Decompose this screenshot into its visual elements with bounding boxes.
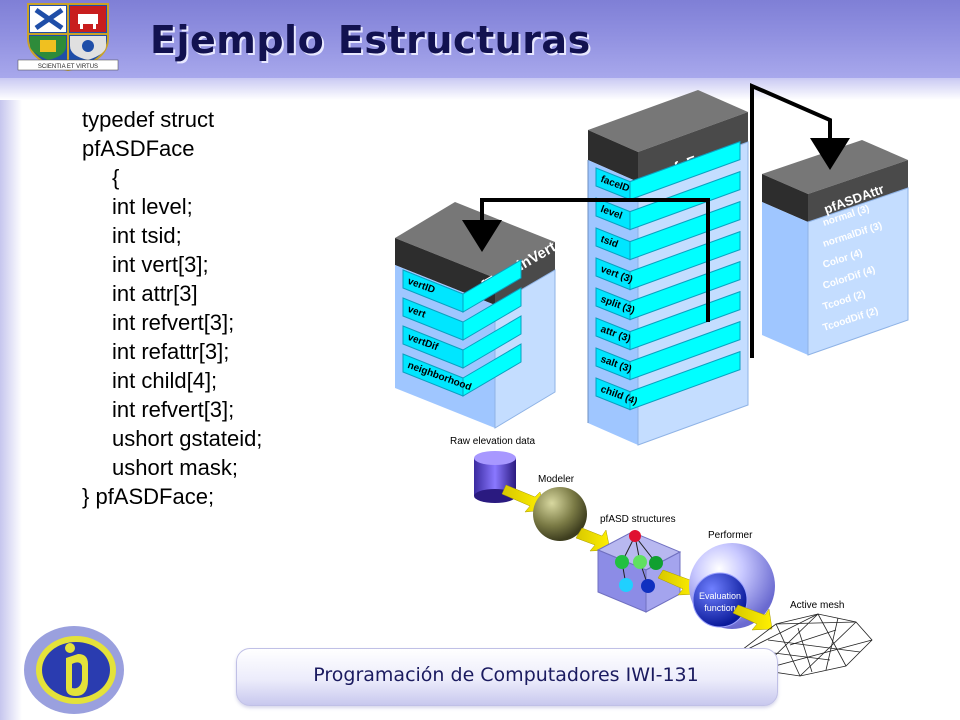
code-line: {: [112, 165, 120, 190]
modeler-sphere-icon: [533, 487, 587, 541]
code-line: int child[4];: [112, 368, 218, 393]
code-line: int refvert[3];: [112, 397, 235, 422]
field-slab: attr (3): [595, 290, 741, 351]
modeler-label: Modeler: [538, 474, 575, 485]
svg-text:SCIENTIA ET VIRTUS: SCIENTIA ET VIRTUS: [38, 64, 98, 70]
field-slab: vertDif: [402, 315, 522, 369]
code-line: ushort gstateid;: [112, 426, 263, 451]
attr-structure: [762, 140, 909, 356]
face-to-vert-arrow: [462, 198, 710, 322]
code-line: int refattr[3];: [112, 339, 230, 364]
code-line: typedef struct: [82, 107, 215, 132]
code-line: pfASDFace: [82, 136, 195, 161]
field-slab: split (3): [595, 260, 741, 321]
field-slab: vert: [402, 287, 522, 341]
code-line: } pfASDFace;: [82, 484, 215, 509]
header-fade: [0, 78, 960, 100]
code-line: int tsid;: [112, 223, 182, 248]
evaluation-label-line2: function: [704, 603, 736, 613]
code-line: int level;: [112, 194, 193, 219]
structures-cube-icon: [596, 530, 682, 613]
footer-bar: [236, 648, 778, 706]
field-slab: vertID: [402, 259, 522, 313]
code-line: ushort mask;: [112, 455, 238, 480]
code-line: int attr[3]: [112, 281, 198, 306]
left-decor-stripe: [0, 0, 22, 720]
flow-arrow-icon: [732, 604, 773, 631]
university-logo: SCIENTIA ET VIRTUS: [12, 0, 124, 72]
code-listing: typedef struct pfASDFace { int level; in…: [82, 105, 262, 511]
field-slab: vert (3): [595, 230, 741, 291]
raw-data-cylinder-icon: [474, 451, 516, 503]
evaluation-label-line1: Evaluation: [699, 591, 741, 601]
raw-data-label: Raw elevation data: [450, 436, 535, 447]
field-slab: tsid: [595, 200, 741, 261]
structures-label: pfASD structures: [600, 514, 676, 525]
footer-text: Programación de Computadores IWI-131: [313, 664, 699, 686]
code-line: int vert[3];: [112, 252, 209, 277]
header-bar: [0, 0, 960, 78]
department-emblem-icon: [24, 626, 124, 714]
code-line: int refvert[3];: [112, 310, 235, 335]
face-to-attr-arrow: [750, 82, 850, 358]
mesh-label: Active mesh: [790, 600, 844, 611]
performer-label: Performer: [708, 530, 753, 541]
field-slab: faceID: [595, 140, 741, 201]
page-title: Ejemplo Estructuras: [150, 18, 591, 62]
field-slab: salt (3): [595, 320, 741, 381]
